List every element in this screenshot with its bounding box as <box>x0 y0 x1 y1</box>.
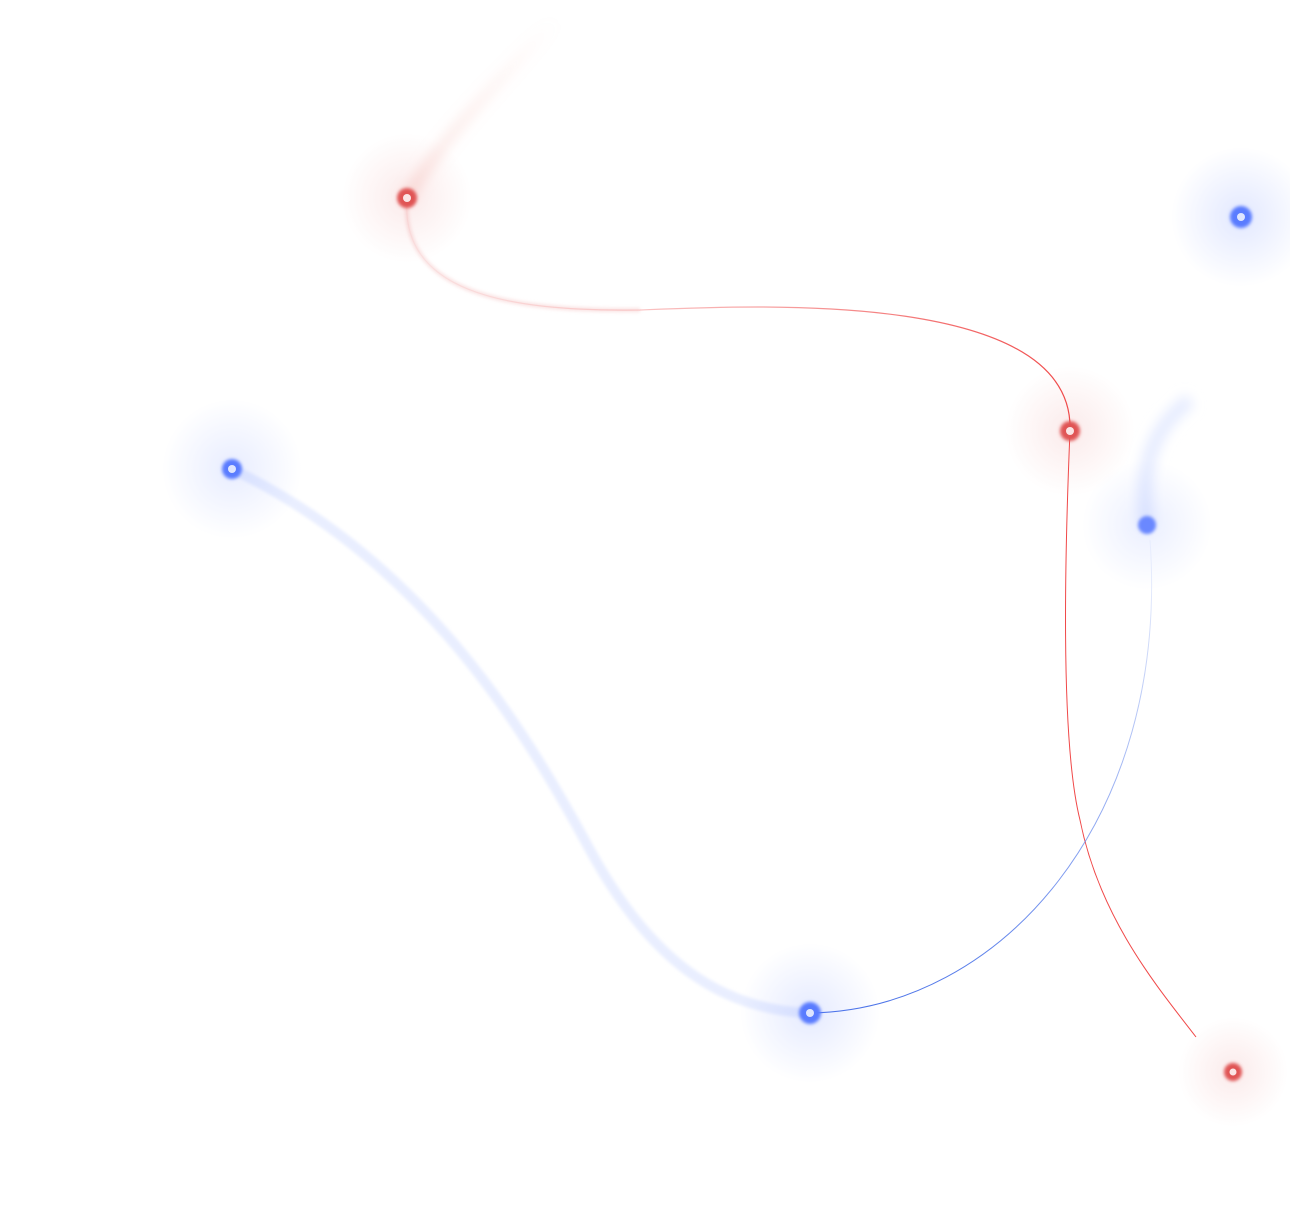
red-node-2 <box>1060 421 1080 441</box>
red-connector-2 <box>1065 430 1197 1038</box>
red-connector-1 <box>406 197 1071 432</box>
blue-node-3 <box>1138 516 1156 534</box>
red-node-3 <box>1224 1063 1242 1081</box>
blue-node-1 <box>1230 206 1252 228</box>
blue-trail-thick <box>229 464 811 1018</box>
blue-node-4 <box>799 1002 821 1024</box>
blue-connector <box>809 539 1152 1014</box>
blue-node-2 <box>222 459 242 479</box>
red-node-1 <box>397 188 417 208</box>
